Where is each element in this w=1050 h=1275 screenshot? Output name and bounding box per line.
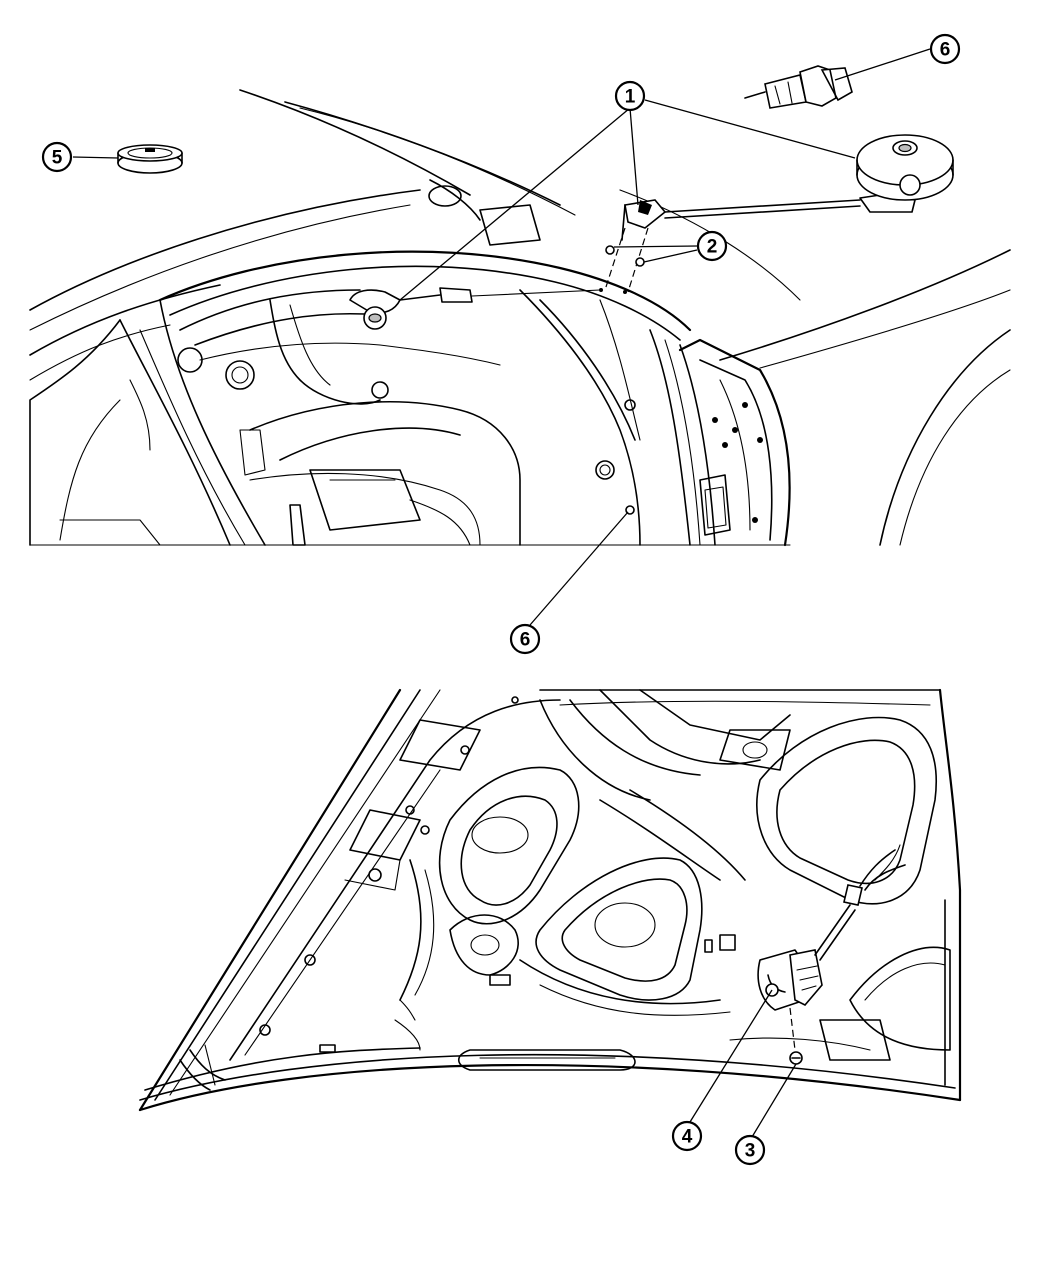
callout-5: 5 [41,141,73,173]
callout-6-top: 6 [929,33,961,65]
leader-lines [72,48,931,1138]
callout-1-label: 1 [625,87,636,108]
callout-6-bottom: 6 [509,623,541,655]
callout-6-bottom-label: 6 [520,630,531,651]
callout-5-label: 5 [52,148,63,169]
callout-1: 1 [614,80,646,112]
lamp-cover [856,134,954,201]
bulb-part [744,65,853,109]
trunk-lamp-assembly [349,287,601,330]
callout-4: 4 [671,1120,703,1152]
trunk-switch-assembly [599,194,916,294]
callout-3: 3 [734,1134,766,1166]
callout-2-label: 2 [707,237,718,258]
bumper-part [117,144,183,174]
callout-3-label: 3 [745,1141,756,1162]
callout-4-label: 4 [682,1127,693,1148]
trunk-view-top [29,89,1011,547]
decklid-view-bottom [138,688,962,1112]
callout-2: 2 [696,230,728,262]
callout-6-top-label: 6 [940,40,951,61]
